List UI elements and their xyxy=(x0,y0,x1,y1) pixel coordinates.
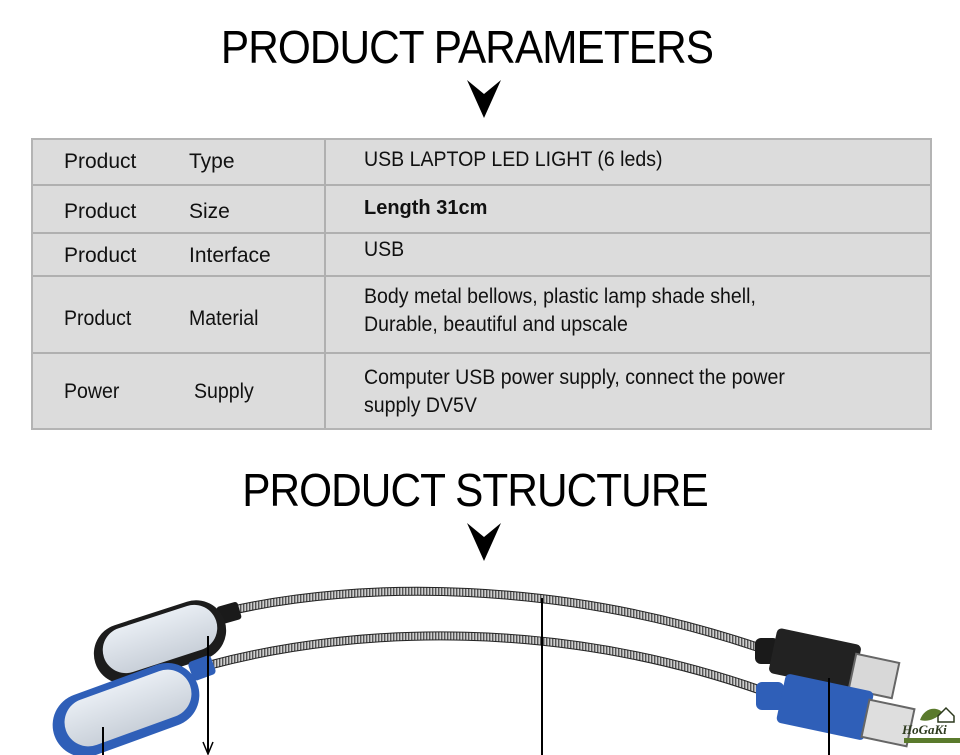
table-row-interface: Product Interface USB xyxy=(33,234,930,277)
row-label-primary: Product xyxy=(64,200,137,223)
column-divider xyxy=(324,140,326,428)
row-value: USB xyxy=(364,238,405,261)
row-label-primary: Product xyxy=(64,307,132,330)
parameters-table: Product Type USB LAPTOP LED LIGHT (6 led… xyxy=(31,138,932,430)
table-row-power: Power Supply Computer USB power supply, … xyxy=(33,354,930,428)
gooseneck-blue xyxy=(208,631,762,695)
gooseneck-black xyxy=(223,586,762,653)
brand-logo: HoGaKi xyxy=(902,702,960,755)
callout-lines xyxy=(102,598,830,755)
structure-heading: PRODUCT STRUCTURE xyxy=(242,464,708,516)
logo-name: HoGaKi xyxy=(902,722,947,737)
row-label-secondary: Type xyxy=(189,150,235,173)
row-label-secondary: Size xyxy=(189,200,230,223)
row-value: USB LAPTOP LED LIGHT (6 leds) xyxy=(364,148,663,171)
parameters-heading: PRODUCT PARAMETERS xyxy=(220,21,714,73)
row-value-line-2: supply DV5V xyxy=(364,394,477,417)
row-value-line-2: Durable, beautiful and upscale xyxy=(364,313,628,336)
row-value-line-1: Body metal bellows, plastic lamp shade s… xyxy=(364,285,756,308)
table-row-size: Product Size Length 31cm xyxy=(33,186,930,234)
leaf-house-icon xyxy=(920,706,955,723)
row-value: Length 31cm xyxy=(364,197,488,219)
logo-tagline-bar xyxy=(904,738,960,743)
row-label-primary: Power xyxy=(64,380,120,403)
chevron-down-icon xyxy=(467,80,501,118)
lamp-head-black xyxy=(93,600,242,684)
table-row-material: Product Material Body metal bellows, pla… xyxy=(33,277,930,354)
chevron-down-icon xyxy=(467,523,501,561)
product-structure-photo xyxy=(52,586,916,755)
usb-plug-black xyxy=(755,628,901,700)
row-label-secondary: Material xyxy=(189,307,259,330)
usb-plug-blue xyxy=(756,674,916,748)
row-label-secondary: Supply xyxy=(194,380,254,403)
table-row-type: Product Type USB LAPTOP LED LIGHT (6 led… xyxy=(33,140,930,186)
row-label-secondary: Interface xyxy=(189,244,271,267)
row-value-line-1: Computer USB power supply, connect the p… xyxy=(364,366,785,389)
row-label-primary: Product xyxy=(64,244,137,267)
row-label-primary: Product xyxy=(64,150,137,173)
